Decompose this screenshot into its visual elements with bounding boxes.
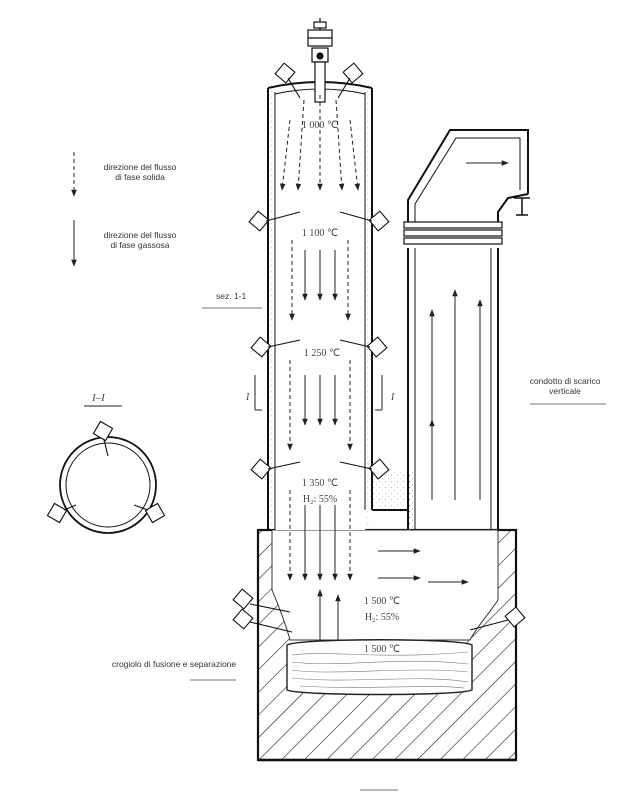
legend-gas-line2: di fase gassosa (110, 240, 169, 250)
legend-gas-line1: direzione del flusso (104, 230, 177, 240)
temperature-1350: 1 350 ℃ (302, 478, 338, 489)
nozzle-crucible-left-a (232, 588, 291, 613)
top-charging-valve (307, 18, 333, 103)
nozzle-top-left (274, 62, 301, 99)
section-mark-right: I (390, 392, 395, 403)
injector-nozzles (232, 62, 526, 633)
legend-solid-line2: di fase solida (115, 172, 165, 182)
exhaust-duct (403, 129, 530, 530)
cross-section-view (46, 420, 166, 534)
nozzle-1250-left (250, 336, 301, 358)
temperature-1100: 1 100 ℃ (302, 228, 338, 239)
shaft-column (267, 81, 409, 530)
nozzle-1250-right (339, 336, 388, 358)
nozzle-1350-left (250, 458, 301, 480)
solid-flow-arrows (279, 95, 361, 581)
gas-flow-arrows (302, 160, 509, 640)
hydrogen-crucible: H₂: 55% (365, 612, 399, 623)
crucible-block (256, 528, 518, 762)
molten-bath (286, 639, 473, 696)
section-marks (254, 375, 383, 411)
nozzle-1350-right (339, 458, 390, 480)
temperature-1500-gas: 1 500 ℃ (364, 596, 400, 607)
nozzle-crucible-left-b (232, 608, 293, 633)
section-title: I–I (91, 392, 106, 404)
temperature-1500-bath: 1 500 ℃ (364, 644, 400, 655)
section-ref-label: sez. 1-1 (216, 291, 247, 301)
nozzle-top-right (337, 62, 364, 99)
nozzle-1100-left (248, 210, 301, 232)
crucible-label: crogiolo di fusione e separazione (112, 659, 237, 669)
nozzle-1100-right (339, 210, 390, 232)
bath-texture (291, 651, 469, 689)
hydrogen-shaft: H₂: 55% (303, 494, 337, 505)
exhaust-duct-label-line1: condotto di scarico (530, 376, 601, 386)
nozzle-crucible-right (469, 606, 526, 631)
section-mark-left: I (245, 392, 250, 403)
temperature-1000: 1 000 ℃ (302, 120, 338, 131)
exhaust-duct-label-line2: verticale (549, 386, 581, 396)
legend-solid-line1: direzione del flusso (104, 162, 177, 172)
temperature-1250: 1 250 ℃ (304, 348, 340, 359)
